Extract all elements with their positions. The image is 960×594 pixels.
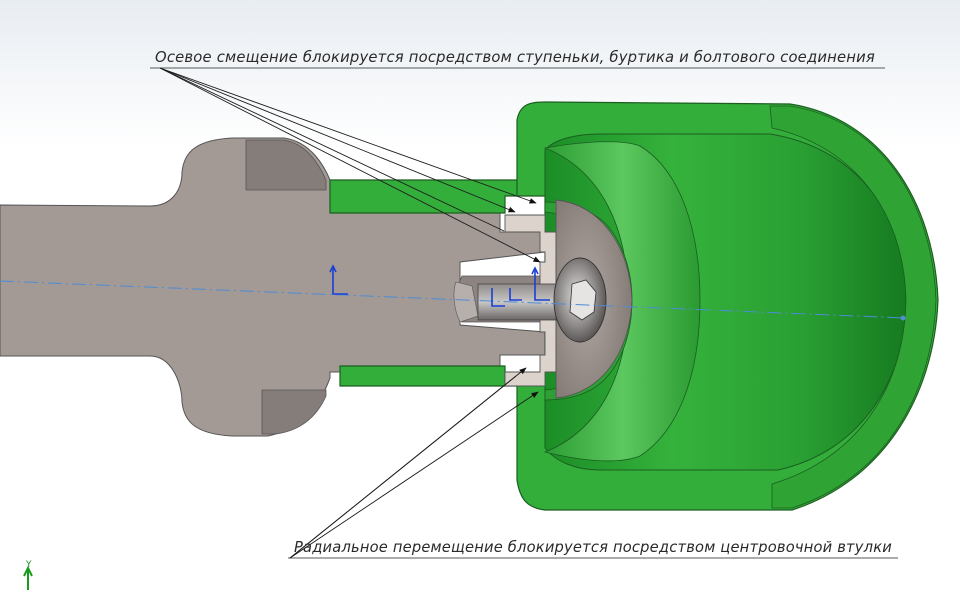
annotation-top: Осевое смещение блокируется посредством … <box>150 48 885 69</box>
housing-lip <box>769 105 937 509</box>
axis-end-point <box>900 315 906 321</box>
origin-marker-icon <box>531 266 550 301</box>
origin-marker-icon <box>509 288 522 301</box>
bore-cone <box>453 281 479 323</box>
annotation-bottom: Радиальное перемещение блокируется посре… <box>288 538 898 559</box>
origin-markers <box>329 264 550 307</box>
origin-marker-icon <box>329 264 348 295</box>
annotation-top-text: Осевое смещение блокируется посредством … <box>155 48 875 66</box>
leader-lines-bottom <box>289 367 539 559</box>
bolt-shank <box>477 283 557 321</box>
origin-marker-icon <box>491 288 505 307</box>
coordinate-triad-icon: Y <box>23 560 33 590</box>
bolt <box>477 257 607 343</box>
annotation-bottom-text: Радиальное перемещение блокируется посре… <box>294 538 892 556</box>
triad-y-arrow <box>23 565 33 590</box>
leader-lines-top <box>159 67 541 263</box>
flange-facet-bottom <box>261 389 327 435</box>
triad-axis-label: Y <box>25 560 32 570</box>
center-axis-line <box>0 280 906 319</box>
flange-facet-top <box>245 139 327 191</box>
bolt-hex-socket <box>569 279 597 321</box>
